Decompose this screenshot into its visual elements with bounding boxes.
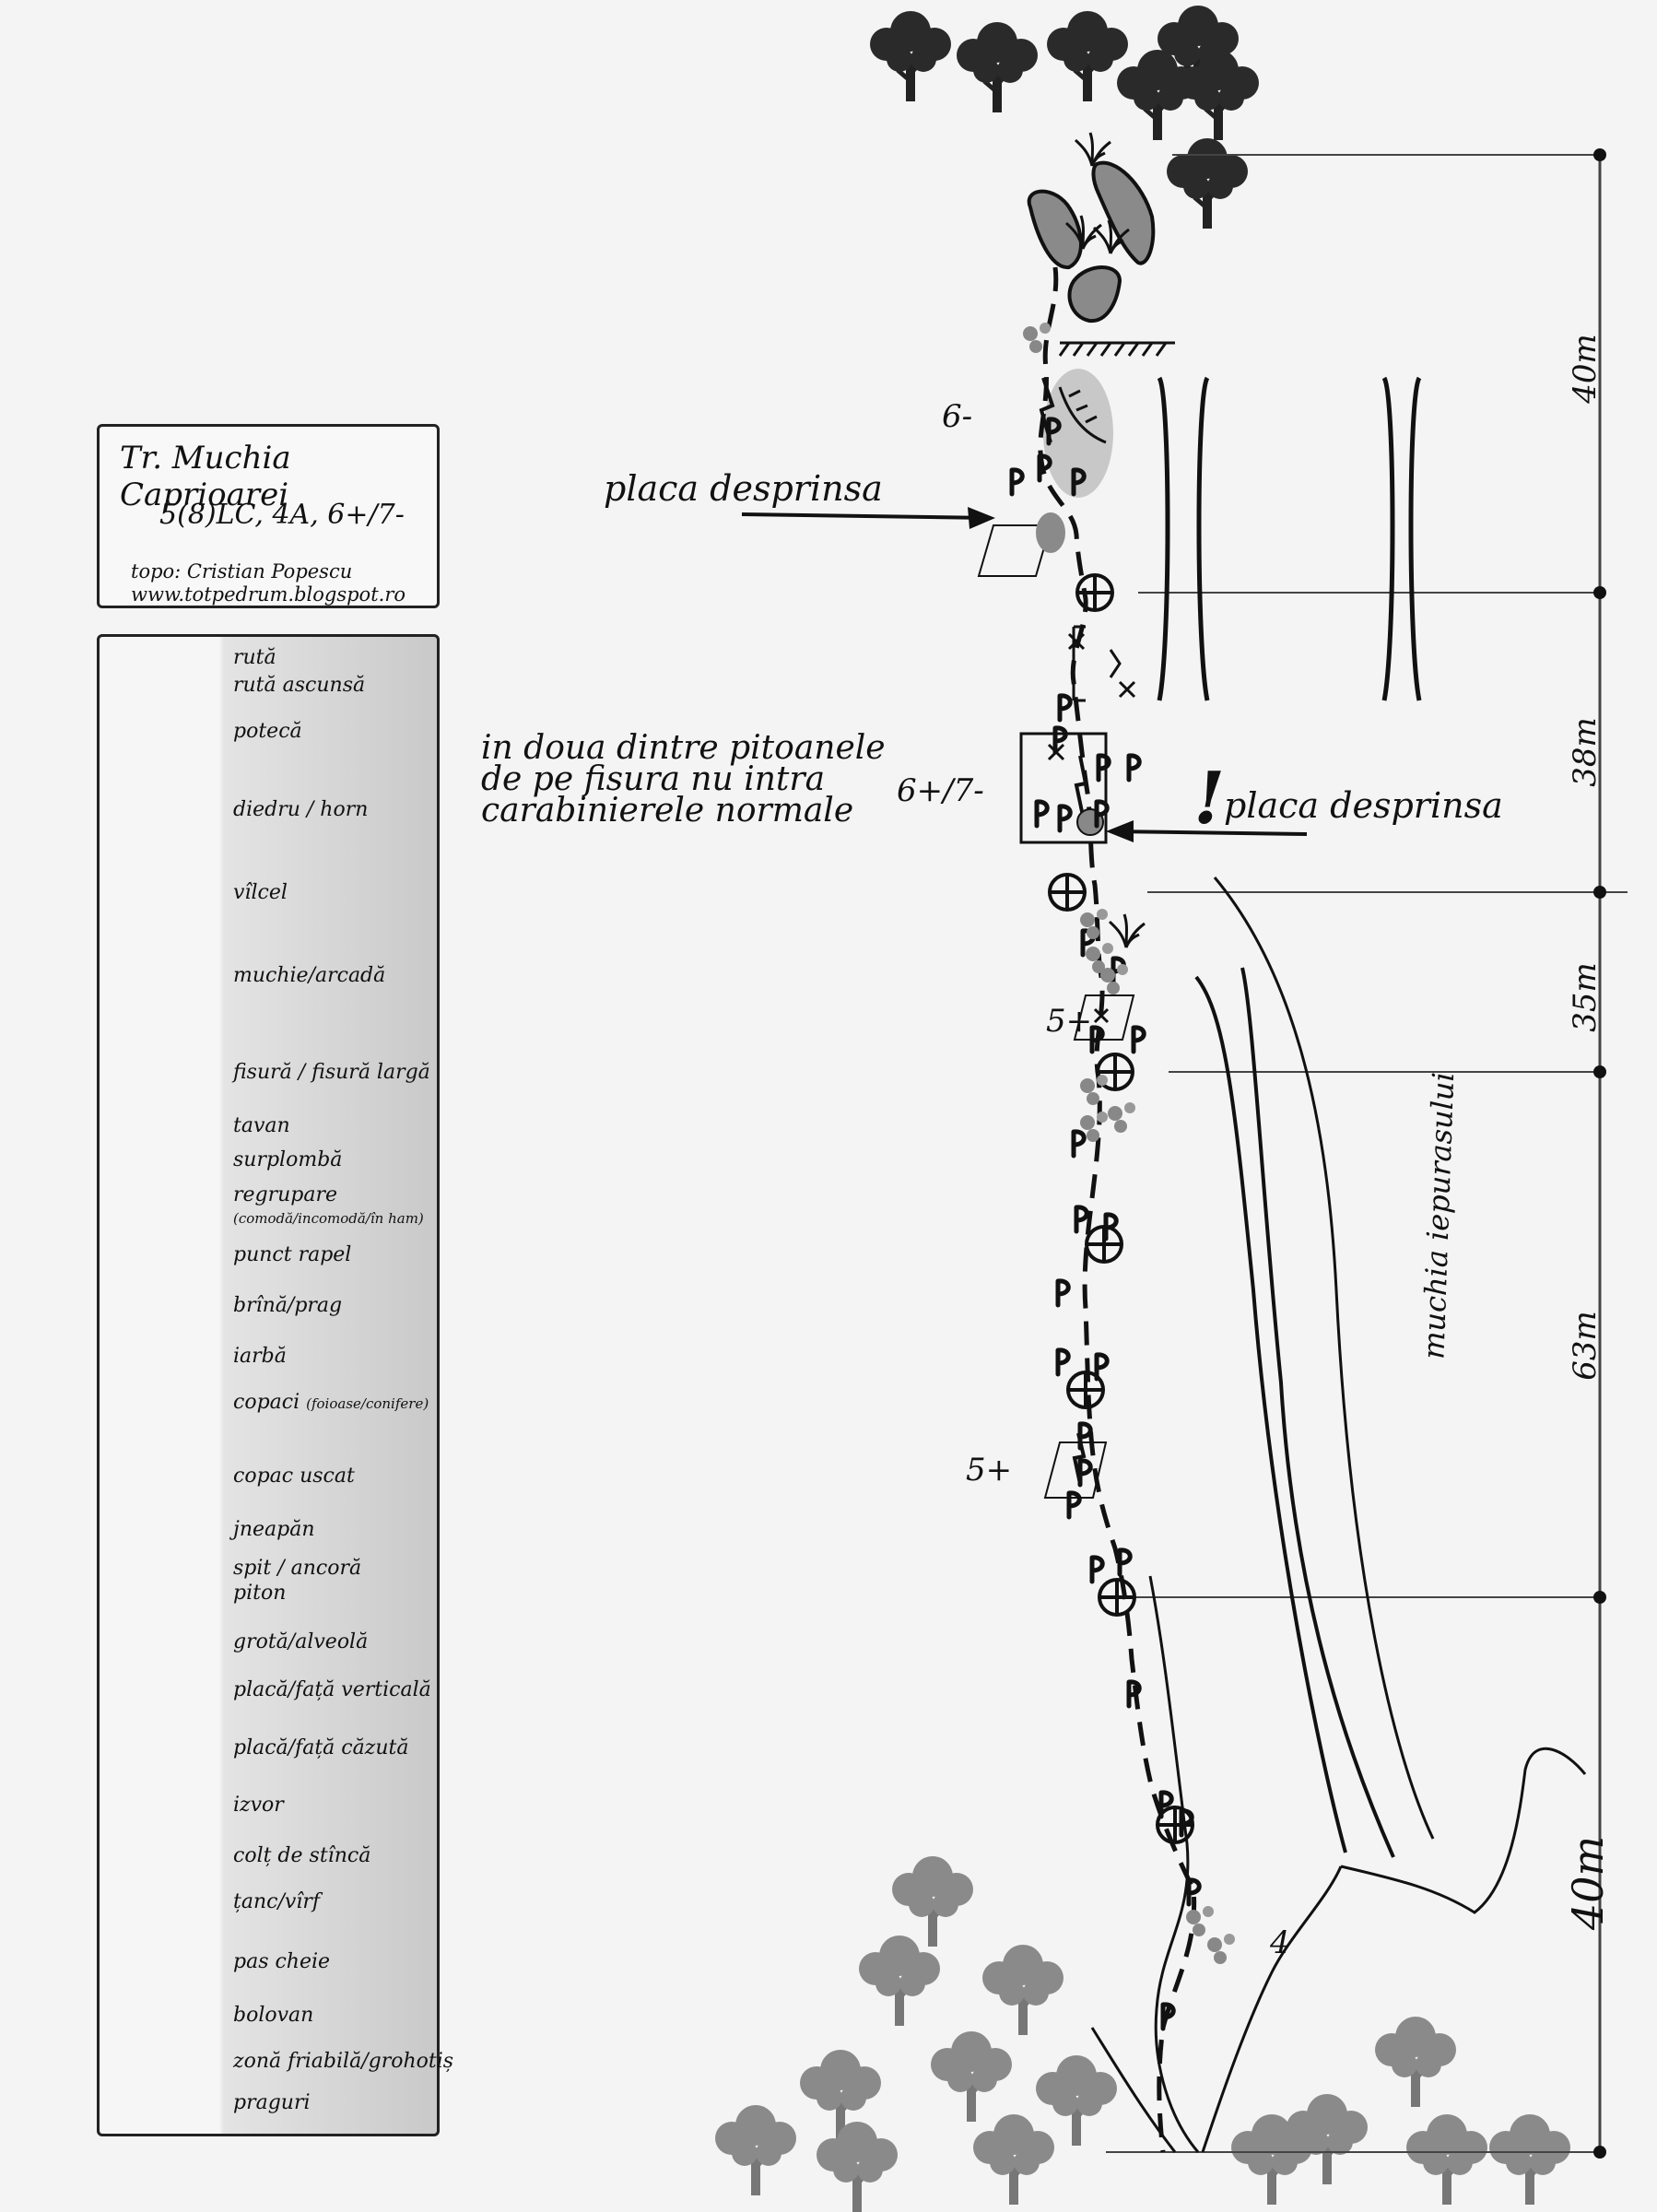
legend-label-path: potecă [233,720,302,743]
legend-label-spring: izvor [233,1794,284,1817]
legend-label-key-move: pas cheie [233,1950,331,1973]
legend-label-juniper: jneapăn [233,1518,315,1541]
legend-sublabel-trees: (foioase/conifere) [306,1395,429,1412]
grade-start: 4 [1270,1924,1290,1961]
grade-crux: 6+/7- [897,772,984,809]
legend-label-bolt: spit / ancoră [233,1557,362,1580]
legend-label-grass: iarbă [233,1345,287,1368]
boulders-top [1027,131,1156,324]
note-loose-plate-1: placa desprinsa [604,468,883,509]
legend-label-piton: piton [233,1582,287,1605]
legend-label-rock-spike: colț de stîncă [233,1844,371,1867]
legend-label-cave: grotă/alveolă [233,1630,369,1653]
trees-bottom [715,1856,1570,2212]
warning-exclamation: ! [1193,757,1225,841]
legend-label-rappel: punct rapel [233,1243,352,1266]
legend-label-overhang: surplombă [233,1148,343,1171]
legend-label-route: rută [233,646,276,669]
pitch-scale-dots [1593,148,1606,2159]
legend-label-dihedral: diedru / horn [233,798,369,821]
pitch-length-1: 40m [1566,334,1604,404]
scree-zones [1023,323,1235,1964]
note-pitons-line-2: de pe fisura nu intra [481,760,826,798]
ridge-lines [1090,877,1587,2153]
slanted-plate-2 [1073,994,1135,1041]
legend-label-hidden-route: rută ascunsă [233,674,366,697]
note-pitons-line-3: carabinierele normale [481,792,854,830]
loose-block-1 [1036,512,1065,553]
legend-label-gully: vîlcel [233,881,288,904]
legend-label-steps: praguri [233,2091,311,2114]
legend-label-scree: zonă friabilă/grohotiș [233,2050,454,2073]
legend-label-slanted-slab: placă/față căzută [233,1736,409,1759]
legend-label-belay: regrupare [233,1183,338,1206]
arch-ticks [1068,389,1098,424]
note-pitons-line-1: in doua dintre pitoanele [481,729,886,767]
website: www.totpedrum.blogspot.ro [131,583,405,606]
grade-pitch-1: 6- [942,398,973,435]
gully-symbol [1072,625,1122,702]
route-line [1038,266,1197,2153]
legend-label-crack: fisură / fisură largă [233,1061,430,1084]
chimney-symbols [1157,376,1422,701]
arch-symbol [1058,386,1107,444]
ledge-top [1058,341,1175,357]
topo-author: topo: Cristian Popescu [131,560,353,582]
arrowhead-loose-plate-2 [1106,820,1134,842]
legend-label-ledge: brînă/prag [233,1294,343,1317]
slanted-plate-1 [977,524,1052,577]
arrow-loose-plate-2 [1110,830,1308,836]
belay-stations [1048,573,1194,1844]
pitch-length-5: 40m [1563,1835,1614,1931]
legend: rută rută ascunsă potecă diedru / horn v… [97,634,453,2136]
legend-label-ridge: muchie/arcadă [233,964,386,987]
pitch-scale [1106,154,1628,2153]
legend-label-trees: copaci (foioase/conifere) [233,1391,429,1414]
slanted-plate-3 [1043,1441,1108,1499]
pitch-length-4: 63m [1566,1311,1604,1381]
pitch-length-3: 35m [1566,962,1604,1032]
legend-label-boulder: bolovan [233,2004,314,2027]
legend-sublabel-belay: (comodă/incomodă/în ham) [233,1210,424,1227]
legend-label-vertical-slab: placă/față verticală [233,1678,431,1701]
pitch-length-2: 38m [1566,717,1604,787]
arrowhead-loose-plate-1 [968,507,995,529]
route-name: Tr. Muchia Caprioarei [120,440,291,513]
shaded-face [1043,369,1113,498]
note-loose-plate-2: placa desprinsa [1224,785,1503,826]
route-grade: 5(8)LC, 4A, 6+/7- [159,499,405,531]
grass-mid [1108,912,1146,949]
pitons [1012,419,1199,2029]
legend-label-dead-tree: copac uscat [233,1465,355,1488]
legend-label-roof: tavan [233,1114,290,1137]
trees-top [870,6,1259,229]
arrow-loose-plate-1 [741,512,992,520]
title-block: Tr. Muchia Caprioarei 5(8)LC, 4A, 6+/7- … [97,424,440,608]
legend-label-peak: țanc/vîrf [233,1890,320,1913]
note-pitons: in doua dintre pitoanele de pe fisura nu… [481,729,886,830]
grade-pitch-3: 5+ [1046,1003,1093,1040]
grade-pitch-4: 5+ [966,1452,1013,1488]
